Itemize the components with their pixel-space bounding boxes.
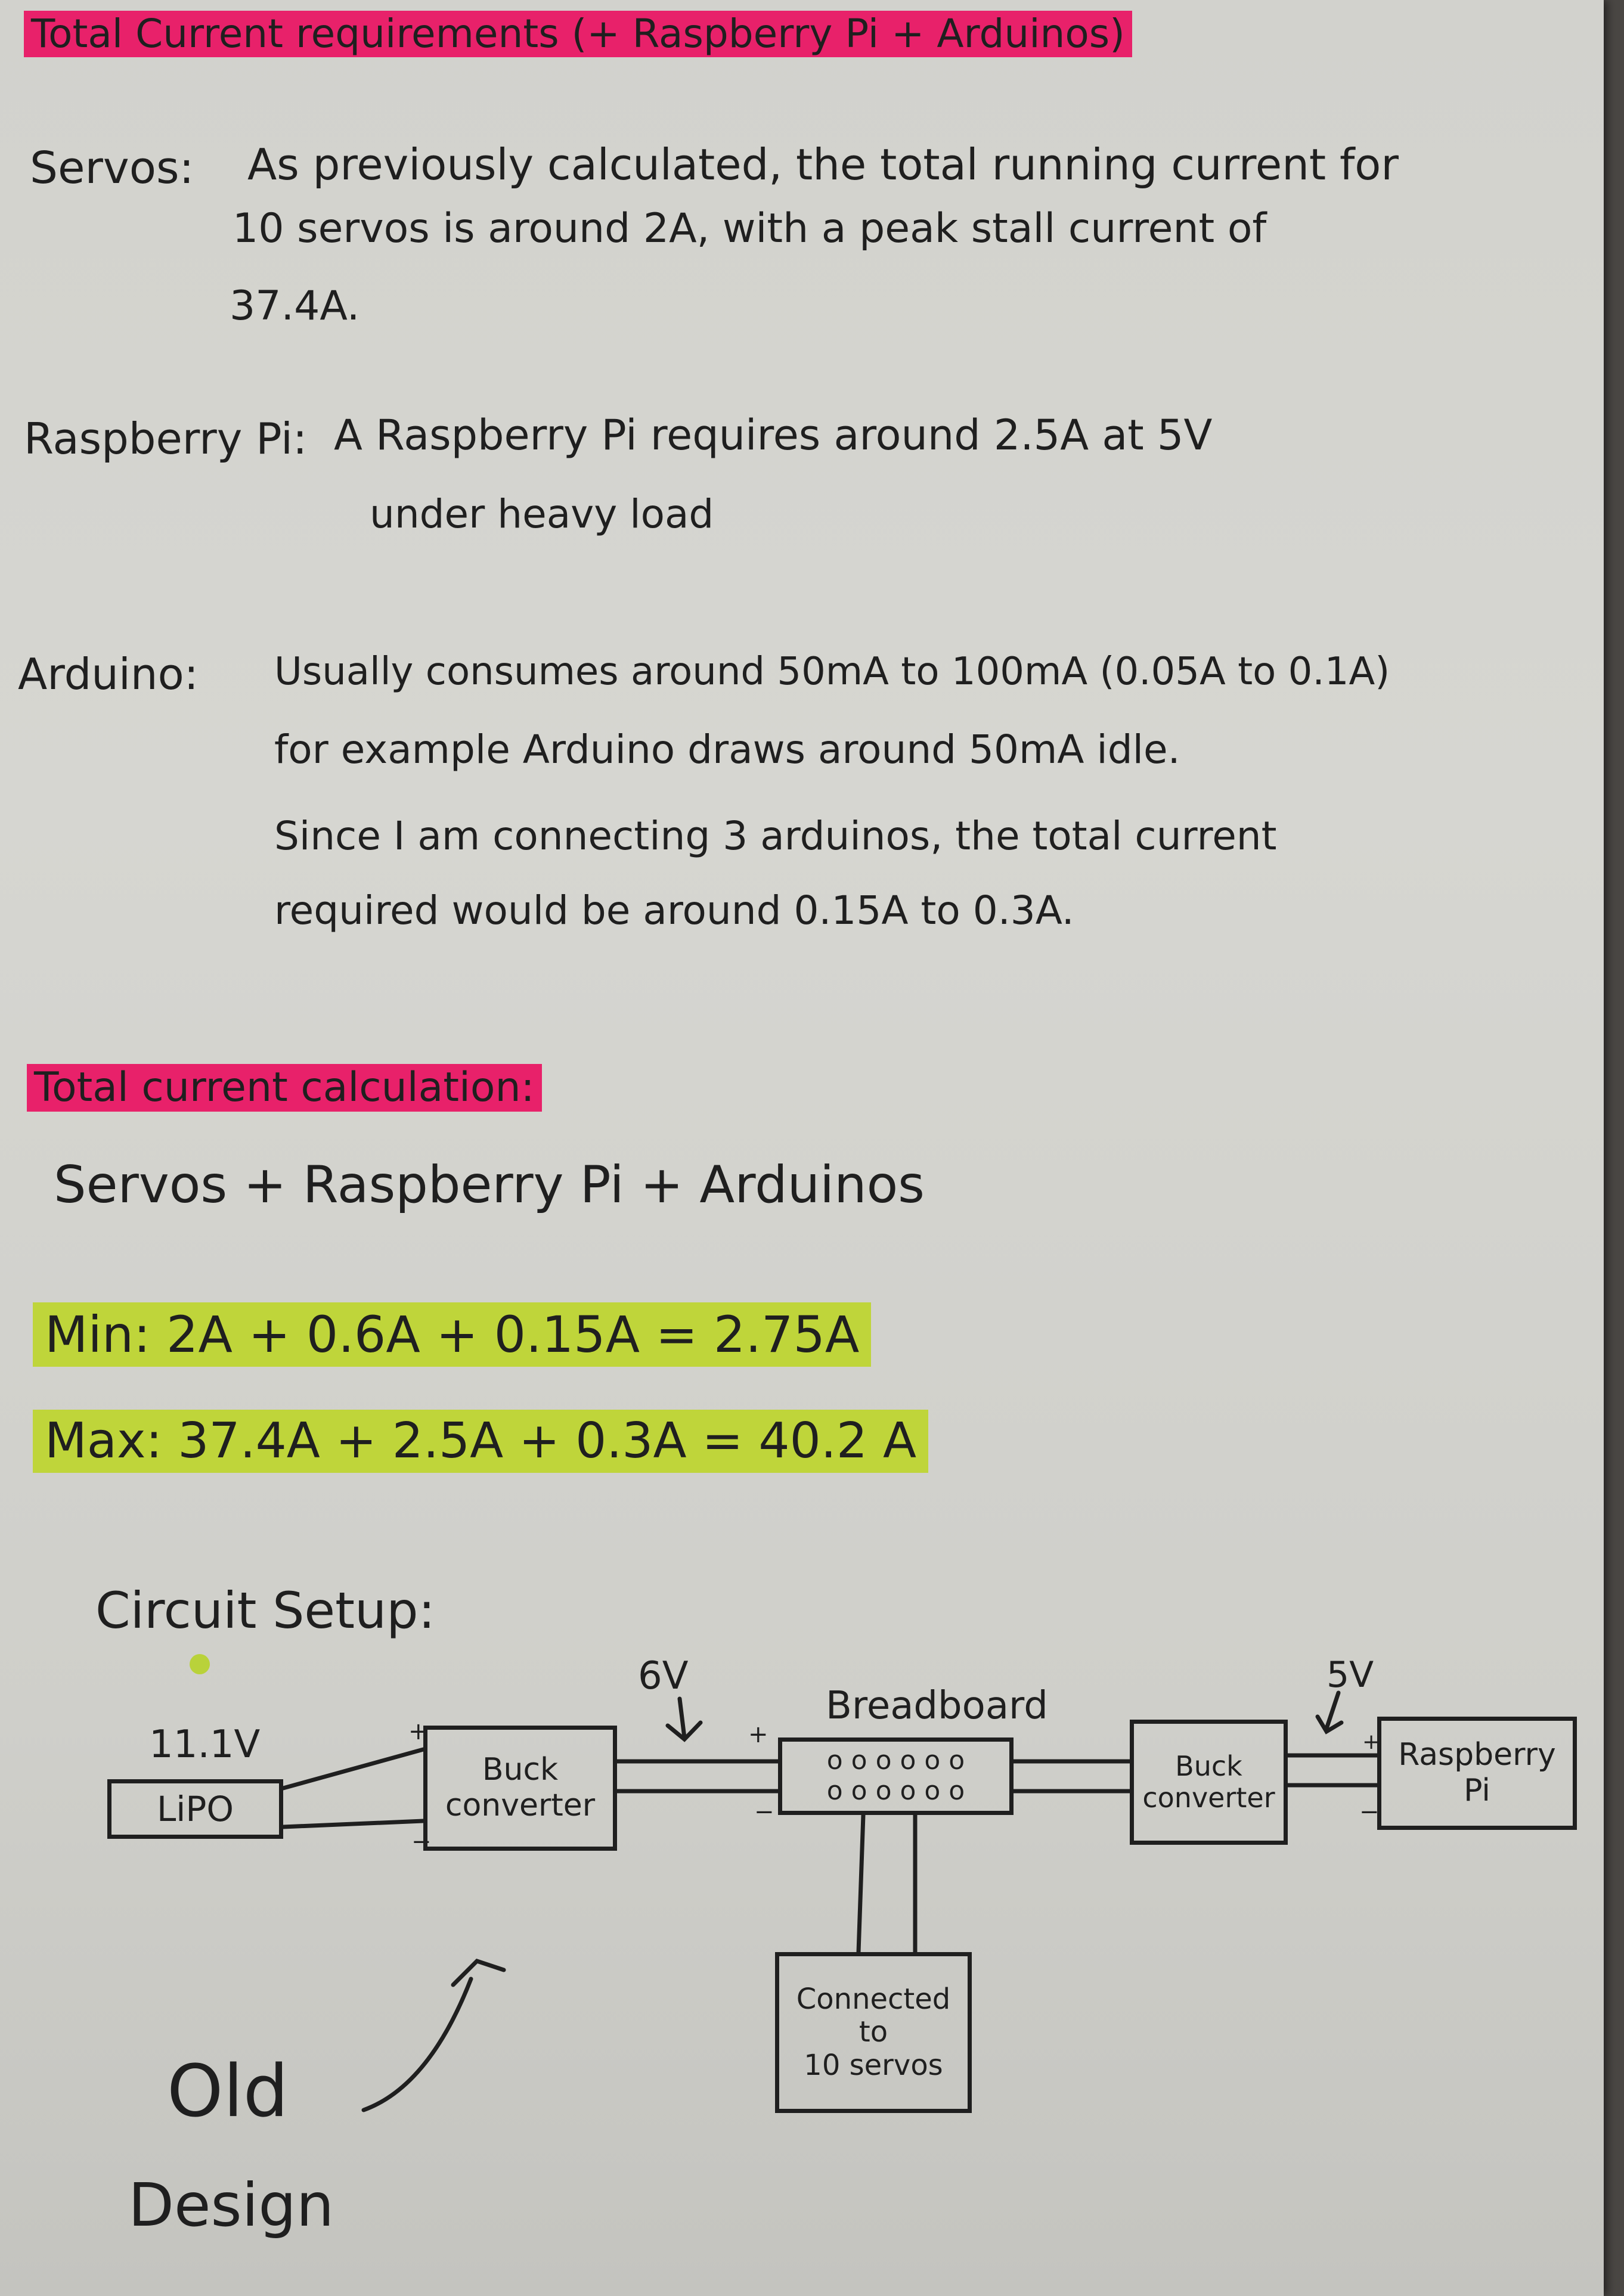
battery-voltage-label: 11.1V	[149, 1723, 261, 1767]
buck-converter-1-box: Buck converter	[423, 1726, 617, 1851]
buck-converter-2-line-2: converter	[1142, 1782, 1275, 1814]
raspberry-pi-label: Raspberry Pi:	[24, 414, 308, 464]
calculation-formula: Servos + Raspberry Pi + Arduinos	[54, 1155, 925, 1215]
breadboard-plus-mark: +	[748, 1721, 768, 1748]
raspberry-pi-box: Raspberry Pi	[1377, 1717, 1577, 1830]
arduino-text-line-4: required would be around 0.15A to 0.3A.	[274, 888, 1074, 933]
servos-text-line-1: As previously calculated, the total runn…	[247, 139, 1399, 190]
servos-connection-box: Connected to 10 servos	[775, 1952, 972, 2113]
arduino-text-line-2: for example Arduino draws around 50mA id…	[274, 727, 1180, 772]
pi-plus-mark: +	[1362, 1730, 1381, 1754]
arrow-6v	[665, 1696, 703, 1742]
buck-converter-1-line-2: converter	[445, 1788, 596, 1823]
servos-label: Servos:	[30, 142, 194, 194]
servos-text-line-3: 37.4A.	[230, 283, 360, 330]
buck-converter-2-line-1: Buck	[1175, 1750, 1242, 1783]
circuit-heading: Circuit Setup:	[95, 1581, 435, 1640]
voltage-5v-label: 5V	[1327, 1654, 1374, 1696]
wire-breadboard-to-servos-left	[856, 1813, 866, 1954]
raspberry-pi-text-line-2: under heavy load	[370, 491, 714, 537]
green-dot	[190, 1654, 210, 1674]
buck-converter-1-line-1: Buck	[482, 1752, 559, 1788]
raspberry-pi-text-line-1: A Raspberry Pi requires around 2.5A at 5…	[334, 411, 1213, 460]
old-design-line-2: Design	[128, 2170, 334, 2240]
arrow-5v	[1315, 1690, 1344, 1735]
page-title: Total Current requirements (+ Raspberry …	[24, 11, 1132, 57]
buck-1-plus-mark: +	[408, 1718, 429, 1745]
buck-converter-2-box: Buck converter	[1130, 1720, 1288, 1845]
calculation-heading: Total current calculation:	[27, 1064, 542, 1112]
lipo-battery-label: LiPO	[156, 1788, 234, 1829]
servos-connection-line-3: 10 servos	[804, 2048, 943, 2082]
raspberry-pi-box-line-2: Pi	[1464, 1773, 1490, 1808]
old-design-arrow	[361, 1958, 506, 2112]
breadboard-box: o o o o o o o o o o o o	[778, 1737, 1014, 1815]
wire-lipo-to-buck-top	[281, 1747, 426, 1791]
servos-text-line-2: 10 servos is around 2A, with a peak stal…	[233, 205, 1267, 252]
servos-connection-line-1: Connected	[796, 1982, 951, 2016]
calculation-min: Min: 2A + 0.6A + 0.15A = 2.75A	[33, 1302, 872, 1367]
voltage-6v-label: 6V	[638, 1654, 689, 1698]
breadboard-holes-top: o o o o o o	[826, 1745, 965, 1776]
arduino-text-line-1: Usually consumes around 50mA to 100mA (0…	[274, 650, 1390, 694]
servos-connection-line-2: to	[859, 2015, 888, 2049]
arduino-label: Arduino:	[18, 649, 199, 699]
pi-minus-mark: −	[1359, 1798, 1380, 1826]
wire-lipo-to-buck-bottom	[281, 1819, 426, 1829]
arduino-text-line-3: Since I am connecting 3 arduinos, the to…	[274, 813, 1277, 859]
lipo-battery-box: LiPO	[107, 1779, 283, 1839]
calculation-max: Max: 37.4A + 2.5A + 0.3A = 40.2 A	[33, 1410, 929, 1473]
buck-1-minus-mark: −	[411, 1828, 432, 1856]
breadboard-holes-bottom: o o o o o o	[826, 1776, 965, 1806]
old-design-line-1: Old	[167, 2050, 289, 2133]
raspberry-pi-box-line-1: Raspberry	[1398, 1737, 1556, 1773]
breadboard-minus-mark: −	[754, 1798, 774, 1826]
breadboard-label: Breadboard	[826, 1684, 1048, 1728]
